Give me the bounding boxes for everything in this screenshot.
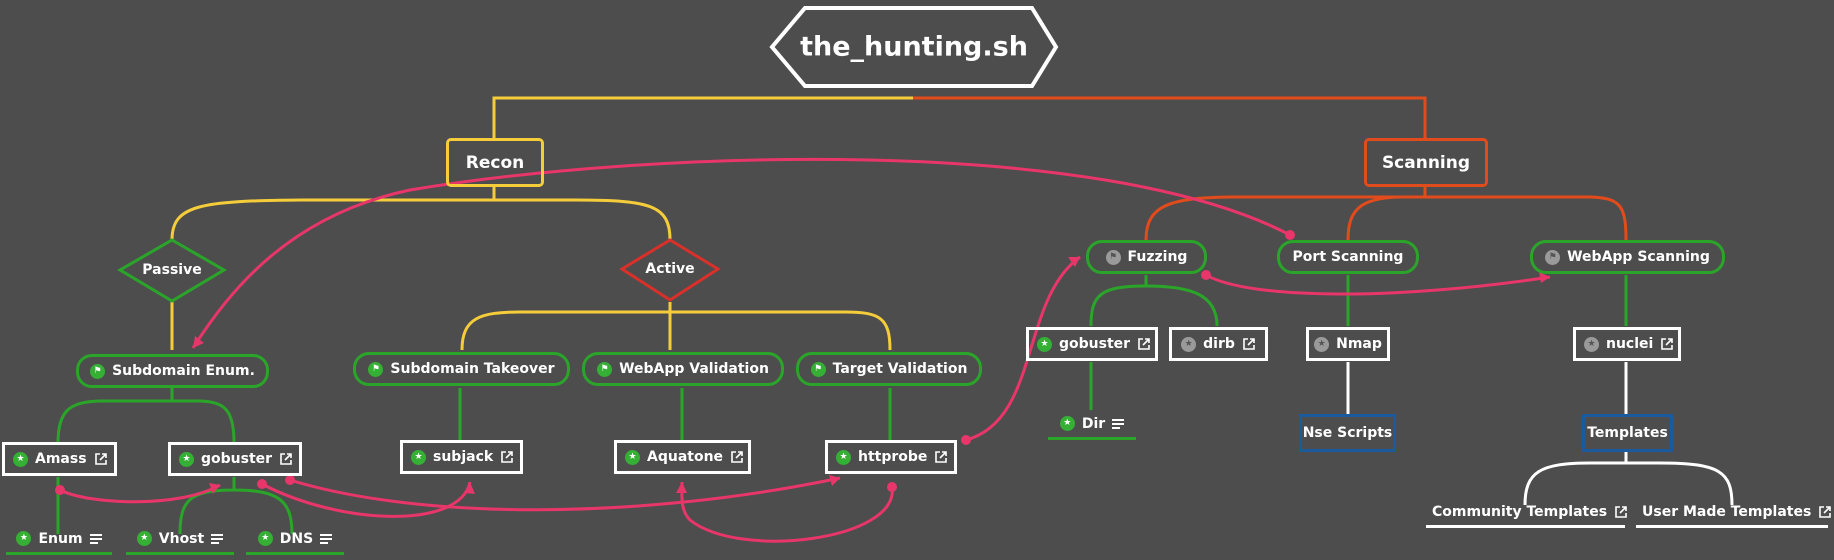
node-label: Subdomain Enum. bbox=[112, 363, 255, 379]
node-httprobe[interactable]: ★ httprobe bbox=[825, 440, 957, 474]
node-label: gobuster bbox=[1059, 336, 1131, 352]
external-link-icon[interactable] bbox=[730, 450, 743, 464]
node-webapp-scanning[interactable]: ⚑ WebApp Scanning bbox=[1530, 240, 1725, 274]
flag-icon: ⚑ bbox=[1105, 249, 1121, 265]
node-templates[interactable]: Templates bbox=[1582, 414, 1673, 452]
root-title[interactable]: the_hunting.sh bbox=[800, 31, 1028, 63]
node-community-templates[interactable]: Community Templates bbox=[1426, 498, 1627, 528]
star-icon: ★ bbox=[1059, 416, 1075, 431]
star-icon: ★ bbox=[625, 449, 640, 465]
node-dns[interactable]: ★ DNS bbox=[246, 525, 344, 555]
node-nuclei[interactable]: ★ nuclei bbox=[1573, 327, 1681, 361]
node-label: nuclei bbox=[1606, 336, 1654, 352]
node-label: WebApp Validation bbox=[619, 361, 769, 377]
branch-scanning[interactable]: Scanning bbox=[1364, 138, 1488, 187]
flag-icon: ⚑ bbox=[810, 361, 826, 377]
node-label: Community Templates bbox=[1432, 503, 1608, 520]
node-label: Target Validation bbox=[832, 361, 968, 377]
star-icon: ★ bbox=[1314, 336, 1330, 352]
node-dirb[interactable]: ★ dirb bbox=[1169, 327, 1268, 361]
node-label: Nmap bbox=[1336, 336, 1382, 352]
node-port-scanning[interactable]: ⚑ Port Scanning bbox=[1277, 240, 1419, 274]
node-amass[interactable]: ★ Amass bbox=[2, 442, 117, 476]
node-subdomain-enum[interactable]: ⚑ Subdomain Enum. bbox=[76, 354, 269, 388]
node-enum[interactable]: ★ Enum bbox=[6, 525, 112, 555]
node-label: DNS bbox=[279, 530, 314, 547]
star-icon: ★ bbox=[136, 531, 152, 546]
notes-icon[interactable] bbox=[1112, 418, 1125, 429]
active-diamond bbox=[619, 238, 721, 302]
star-icon: ★ bbox=[257, 531, 273, 546]
active-label[interactable]: Active bbox=[645, 261, 695, 277]
flag-icon: ⚑ bbox=[368, 361, 384, 377]
flag-icon: ⚑ bbox=[597, 361, 613, 377]
branch-recon[interactable]: Recon bbox=[446, 138, 544, 187]
external-link-icon[interactable] bbox=[1660, 337, 1674, 351]
flag-icon: ⚑ bbox=[90, 363, 106, 379]
star-icon: ★ bbox=[411, 449, 426, 465]
external-link-icon[interactable] bbox=[500, 450, 513, 464]
node-gobuster-scan[interactable]: ★ gobuster bbox=[1026, 327, 1158, 361]
node-label: WebApp Scanning bbox=[1567, 249, 1710, 265]
node-nse-scripts[interactable]: Nse Scripts bbox=[1299, 414, 1396, 452]
external-link-icon[interactable] bbox=[1818, 505, 1832, 519]
star-icon: ★ bbox=[1037, 336, 1052, 352]
node-label: Subdomain Takeover bbox=[390, 361, 555, 377]
node-label: subjack bbox=[433, 449, 494, 465]
star-icon: ★ bbox=[1584, 336, 1599, 352]
node-user-made-templates[interactable]: User Made Templates bbox=[1636, 498, 1832, 528]
external-link-icon[interactable] bbox=[279, 452, 292, 466]
node-label: Port Scanning bbox=[1292, 249, 1404, 265]
node-label: gobuster bbox=[201, 451, 273, 467]
node-aquatone[interactable]: ★ Aquatone bbox=[614, 440, 751, 474]
root-hexagon bbox=[769, 6, 1059, 88]
star-icon: ★ bbox=[1181, 336, 1197, 352]
flag-icon: ⚑ bbox=[1545, 249, 1561, 265]
star-icon: ★ bbox=[179, 451, 194, 467]
node-label: httprobe bbox=[858, 449, 928, 465]
node-fuzzing[interactable]: ⚑ Fuzzing bbox=[1086, 240, 1207, 274]
external-link-icon[interactable] bbox=[1614, 505, 1627, 519]
node-dir[interactable]: ★ Dir bbox=[1048, 410, 1136, 440]
node-subjack[interactable]: ★ subjack bbox=[400, 440, 523, 474]
external-link-icon[interactable] bbox=[934, 450, 948, 464]
node-gobuster-recon[interactable]: ★ gobuster bbox=[168, 442, 302, 476]
external-link-icon[interactable] bbox=[1242, 337, 1256, 351]
star-icon: ★ bbox=[16, 531, 32, 546]
external-link-icon[interactable] bbox=[94, 452, 107, 466]
node-label: Enum bbox=[38, 530, 83, 547]
node-label: Dir bbox=[1081, 415, 1106, 432]
node-subdomain-takeover[interactable]: ⚑ Subdomain Takeover bbox=[353, 352, 570, 386]
node-label: Fuzzing bbox=[1127, 249, 1188, 265]
external-link-icon[interactable] bbox=[1137, 337, 1150, 351]
node-webapp-validation[interactable]: ⚑ WebApp Validation bbox=[582, 352, 784, 386]
node-target-validation[interactable]: ⚑ Target Validation bbox=[796, 352, 982, 386]
node-label: User Made Templates bbox=[1642, 503, 1812, 520]
passive-label[interactable]: Passive bbox=[142, 262, 202, 278]
node-label: Aquatone bbox=[647, 449, 724, 465]
passive-diamond bbox=[117, 238, 227, 303]
node-label: Vhost bbox=[158, 530, 205, 547]
notes-icon[interactable] bbox=[89, 533, 102, 544]
star-icon: ★ bbox=[13, 451, 28, 467]
notes-icon[interactable] bbox=[320, 533, 333, 544]
notes-icon[interactable] bbox=[211, 533, 224, 544]
node-label: Amass bbox=[35, 451, 87, 467]
node-nmap[interactable]: ★ Nmap bbox=[1306, 327, 1390, 361]
star-icon: ★ bbox=[836, 449, 851, 465]
node-label: dirb bbox=[1203, 336, 1235, 352]
node-vhost[interactable]: ★ Vhost bbox=[126, 525, 234, 555]
